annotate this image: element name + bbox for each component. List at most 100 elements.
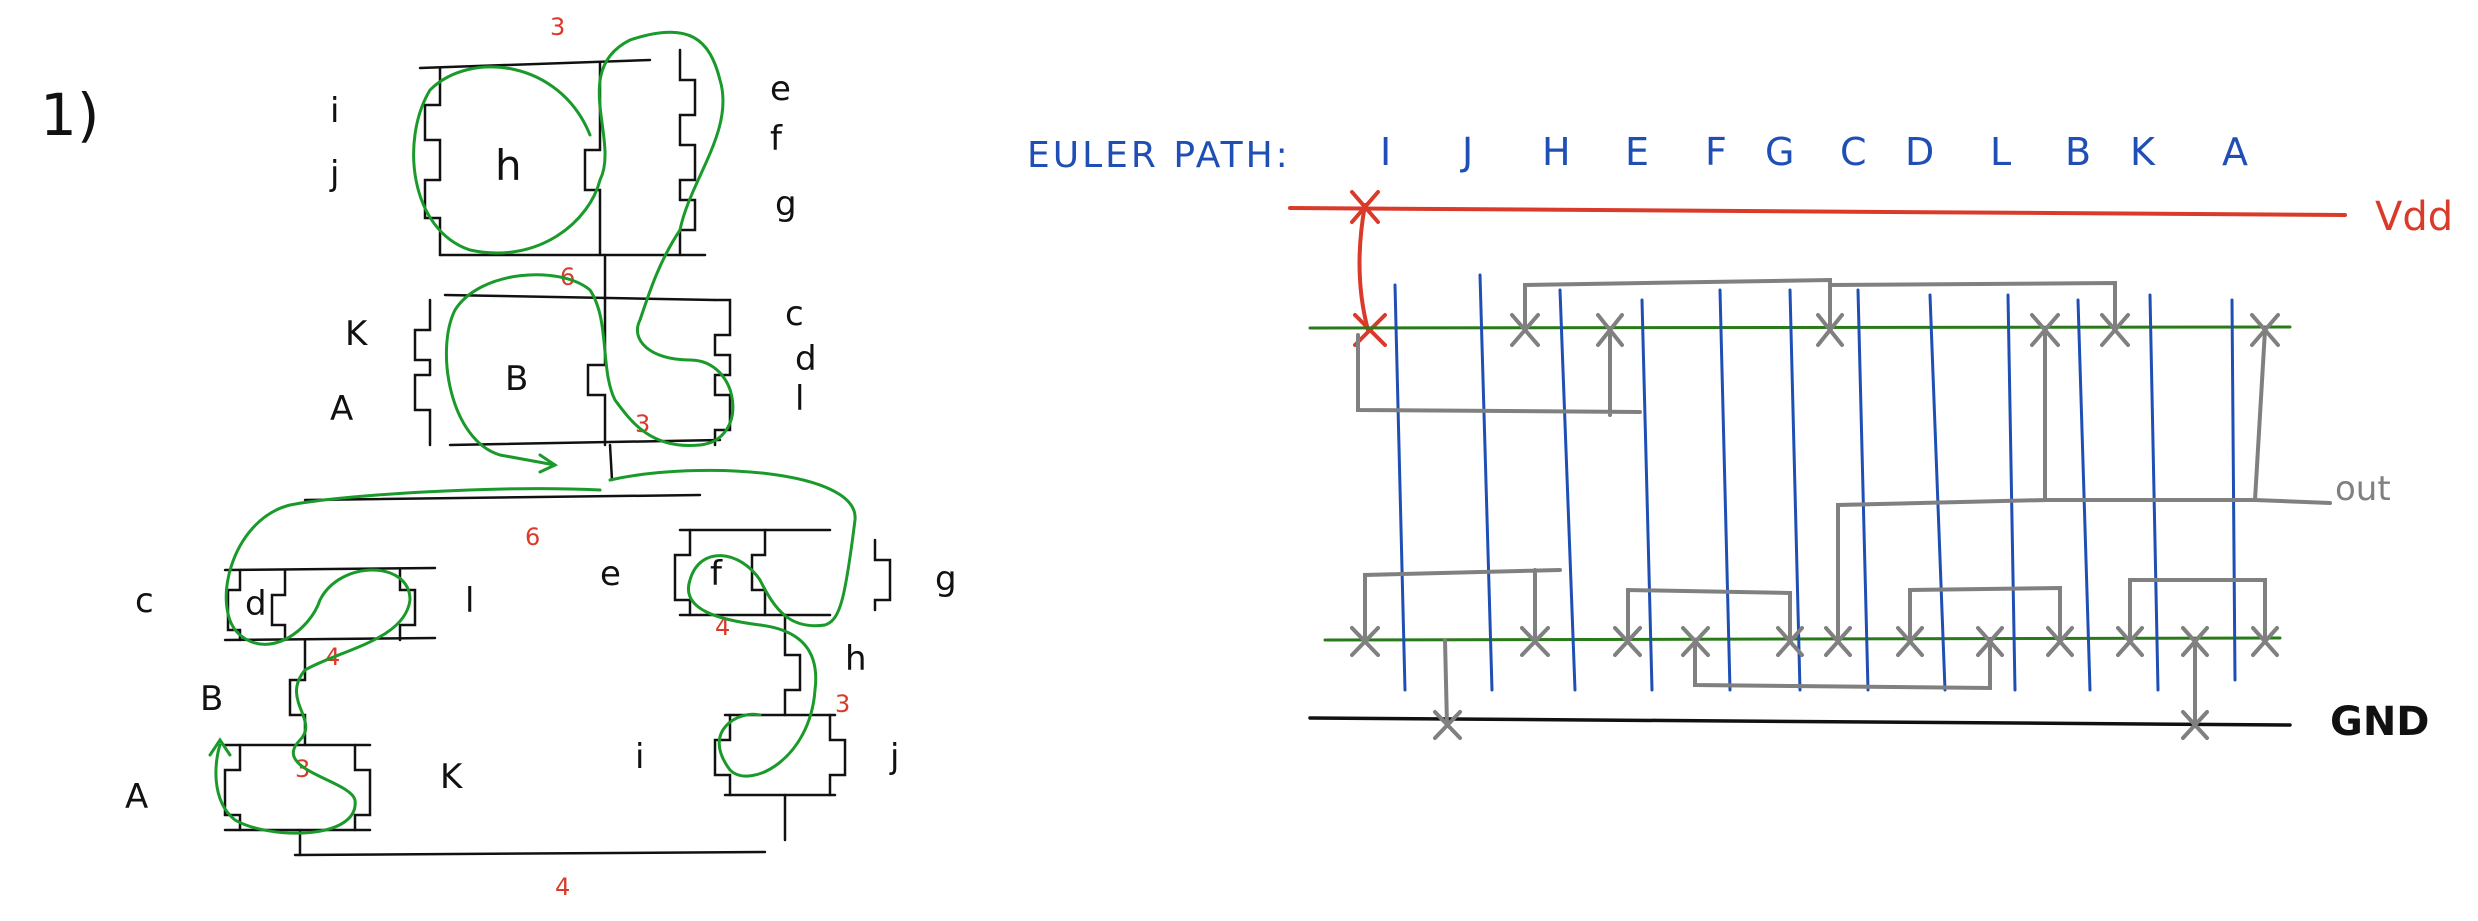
contact-x	[2181, 710, 2209, 740]
contact-x	[2116, 626, 2144, 657]
contact-x	[1596, 313, 1624, 347]
gate-label-na: A	[125, 777, 148, 817]
poly-gate-k	[2148, 293, 2160, 692]
pmos-f-transistor	[678, 143, 697, 202]
poly-gate-h	[1558, 288, 1577, 692]
contact-x	[1976, 626, 2004, 657]
euler-path-trace	[208, 30, 857, 835]
gate-label-f: f	[770, 119, 783, 159]
pmos-diffusion	[1308, 325, 2292, 330]
pmos-l-transistor	[713, 393, 732, 447]
out-label: out	[2335, 469, 2391, 509]
contact-x	[2100, 313, 2130, 347]
poly-gate-d	[1928, 293, 1947, 692]
poly-gate-l	[2006, 293, 2017, 692]
nmos-left-top-rail	[303, 493, 702, 502]
pmos-d-transistor	[713, 353, 732, 397]
euler-node: I	[1380, 130, 1391, 174]
poly-gate-b	[2076, 298, 2092, 692]
gnd-label: GND	[2330, 699, 2430, 745]
euler-node: G	[1765, 130, 1794, 174]
euler-node: E	[1625, 130, 1649, 174]
metal-nmos-mid-strap	[1626, 587, 1792, 642]
contact-x	[1681, 626, 1710, 657]
euler-node: L	[1990, 130, 2011, 174]
euler-title: EULER PATH:	[1027, 135, 1291, 176]
gate-label-nh: h	[845, 639, 867, 679]
gate-label-d: d	[795, 339, 817, 379]
contact-x	[1433, 710, 1462, 740]
euler-node: K	[2130, 130, 2156, 174]
contact-x	[2181, 626, 2209, 657]
nmos-f-transistor	[750, 528, 767, 617]
nmos-i-transistor	[713, 713, 732, 797]
red-number: 6	[560, 263, 575, 291]
pmos-block2-top-rail	[443, 293, 717, 302]
contact-x	[1520, 626, 1550, 657]
metal-pmos-left-strap	[1356, 328, 1642, 417]
contact-x	[2250, 313, 2280, 347]
poly-gate-f	[1718, 288, 1732, 692]
euler-trace-pmos-top	[412, 30, 735, 467]
gate-label-nb: B	[200, 679, 223, 719]
vdd-contact-wire	[1357, 203, 1370, 332]
gate-label-a: A	[330, 389, 353, 429]
pmos-top-rail	[418, 58, 652, 70]
nmos-a-transistor	[223, 743, 242, 832]
problem-number: 1)	[40, 81, 100, 149]
red-number: 4	[555, 873, 570, 901]
output-node-wire-2	[608, 443, 614, 482]
contact-x	[1510, 313, 1540, 347]
gate-label-g: g	[775, 184, 797, 224]
nmos-l-transistor	[398, 568, 417, 642]
pmos-i-transistor	[423, 66, 442, 182]
red-number: 6	[525, 523, 540, 551]
gate-label-j: j	[329, 154, 339, 194]
contact-x	[1816, 313, 1844, 347]
gate-labels: i j h e f g K A B c d l c d l B A K e f …	[125, 69, 957, 817]
gate-label-k: K	[345, 314, 369, 354]
euler-sequence: I J H E F G C D L B K A	[1380, 130, 2248, 174]
contact-x	[1896, 626, 1924, 657]
euler-node: H	[1542, 130, 1571, 174]
metal-nmos-right-strap	[1908, 585, 2062, 642]
poly-gate-c	[1856, 288, 1870, 692]
metal-pmos-top-strap	[1523, 277, 2117, 332]
poly-gate-j	[1478, 273, 1494, 692]
contact-x	[2030, 313, 2060, 347]
stick-diagram	[1288, 190, 2347, 740]
gate-label-nd: d	[245, 584, 267, 624]
euler-node: A	[2222, 130, 2248, 174]
pmos-c-transistor	[713, 298, 732, 357]
contact-x	[1350, 626, 1380, 657]
contact-x	[2251, 626, 2279, 657]
nmos-cdl-bottom-rail	[223, 636, 437, 642]
euler-trace-middle	[608, 468, 857, 778]
nmos-diffusion	[1323, 636, 2282, 642]
poly-gate-a	[2230, 298, 2237, 682]
euler-trace-arrow-1	[538, 453, 559, 474]
pmos-e-transistor	[678, 48, 697, 147]
transistor-schematic	[223, 48, 892, 857]
pmos-k-transistor	[413, 298, 432, 377]
metal-output-bus	[1836, 328, 2332, 642]
contact-x	[1824, 626, 1852, 657]
gate-label-h: h	[495, 141, 522, 190]
poly-gate-e	[1640, 298, 1654, 692]
euler-node: F	[1705, 130, 1727, 174]
euler-node: J	[1460, 130, 1473, 174]
nmos-d-transistor	[270, 568, 287, 642]
red-number: 3	[635, 410, 650, 438]
red-number: 3	[835, 690, 850, 718]
nmos-cdl-top-rail	[223, 566, 437, 572]
euler-trace-left	[214, 487, 602, 835]
pmos-h-transistor	[583, 60, 602, 257]
contact-x	[1613, 626, 1642, 657]
nmos-j-transistor	[828, 713, 847, 797]
poly-gate-g	[1788, 288, 1802, 692]
metal-nmos-far-right-strap	[2128, 578, 2267, 642]
pmos-a-transistor	[413, 373, 432, 447]
vdd-contact-x1	[1350, 190, 1380, 224]
gate-label-nj: j	[889, 737, 899, 777]
gate-label-c: c	[785, 294, 804, 334]
